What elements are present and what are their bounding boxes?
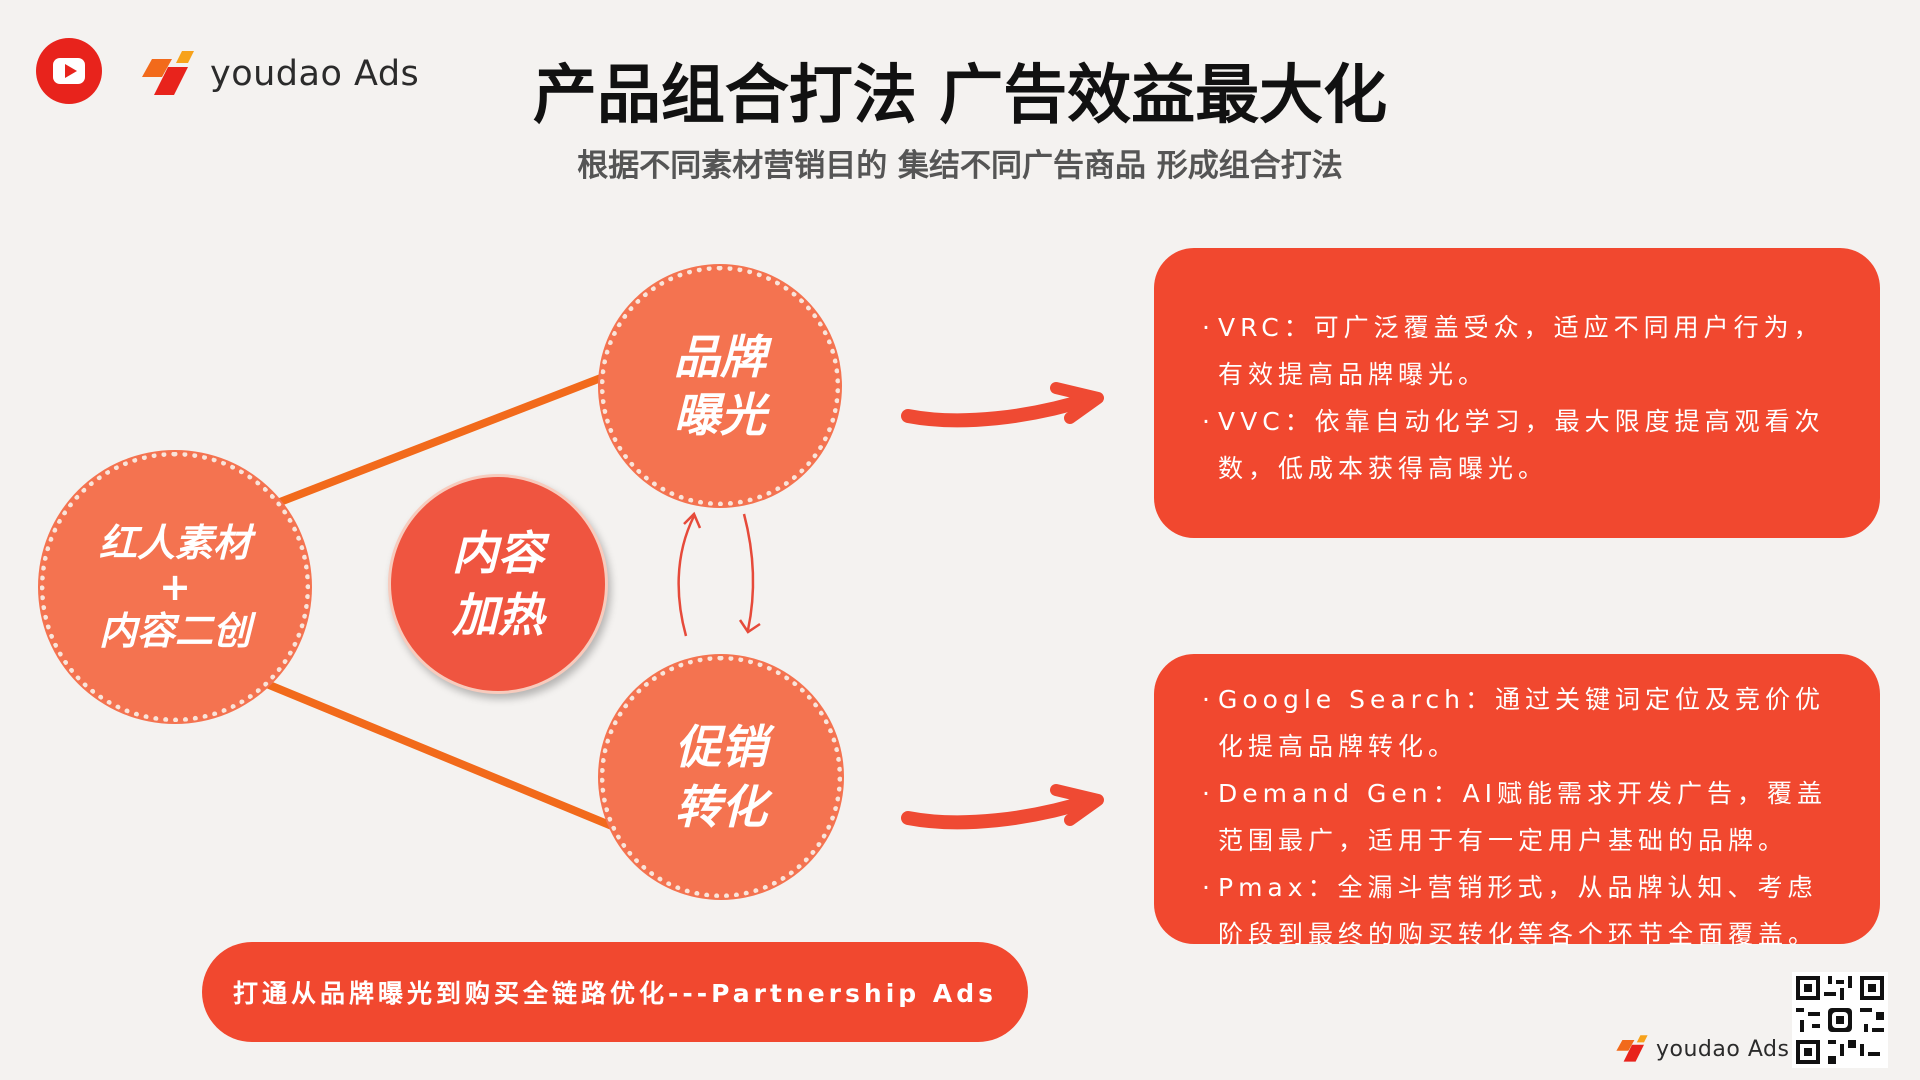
footer-brand-name: youdao Ads	[1656, 1036, 1790, 1062]
youtube-logo-icon	[36, 38, 102, 104]
node-hot-line1: 内容	[452, 526, 544, 580]
arrow-to-top-box	[901, 391, 1099, 428]
page-title: 产品组合打法 广告效益最大化	[532, 59, 1388, 133]
footer-brand: youdao Ads	[1614, 1032, 1789, 1066]
list-item: ·Google Search：通过关键词定位及竞价优化提高品牌转化。	[1202, 685, 1825, 761]
node-influencer-content: 红人素材 + 内容二创	[40, 452, 310, 722]
node-promo-line2: 转化	[675, 780, 767, 834]
list-item: ·VVC：依靠自动化学习，最大限度提高观看次数，低成本获得高曝光。	[1202, 407, 1825, 483]
list-item: ·Pmax：全漏斗营销形式，从品牌认知、考虑阶段到最终的购买转化等各个环节全面覆…	[1202, 873, 1819, 949]
partnership-banner: 打通从品牌曝光到购买全链路优化---Partnership Ads	[202, 942, 1028, 1042]
node-left-line2: +	[159, 565, 191, 609]
conversion-products-box: ·Google Search：通过关键词定位及竞价优化提高品牌转化。 ·Dema…	[1154, 654, 1880, 949]
list-item: ·VRC：可广泛覆盖受众，适应不同用户行为，有效提高品牌曝光。	[1202, 313, 1824, 389]
node-left-line3: 内容二创	[98, 609, 251, 653]
youdao-logo-icon	[1616, 1035, 1648, 1062]
node-brand-line2: 曝光	[674, 388, 766, 442]
node-brand-line1: 品牌	[674, 330, 766, 384]
brand-name: youdao Ads	[210, 54, 420, 94]
connector-left-to-brand	[278, 372, 608, 506]
list-item: ·Demand Gen：AI赋能需求开发广告，覆盖范围最广，适用于有一定用户基础…	[1202, 779, 1828, 855]
node-left-line1: 红人素材	[98, 521, 251, 565]
node-promo-line1: 促销	[675, 720, 767, 774]
cycle-arrow-up	[677, 515, 696, 637]
page-subtitle: 根据不同素材营销目的 集结不同广告商品 形成组合打法	[577, 148, 1343, 184]
connector-left-to-promo	[260, 678, 614, 830]
cycle-arrow-down	[742, 513, 755, 631]
youdao-logo-icon	[142, 51, 194, 95]
qr-code-icon	[1792, 972, 1888, 1068]
node-brand-exposure: 品牌 曝光	[600, 266, 840, 506]
node-hot-line2: 加热	[452, 588, 544, 642]
exposure-products-box: ·VRC：可广泛覆盖受众，适应不同用户行为，有效提高品牌曝光。 ·VVC：依靠自…	[1154, 248, 1880, 538]
node-content-boost: 内容 加热	[388, 474, 608, 694]
youdao-brand: youdao Ads	[138, 46, 419, 102]
node-promo-conversion: 促销 转化	[600, 656, 842, 898]
arrow-to-bottom-box	[901, 793, 1099, 830]
